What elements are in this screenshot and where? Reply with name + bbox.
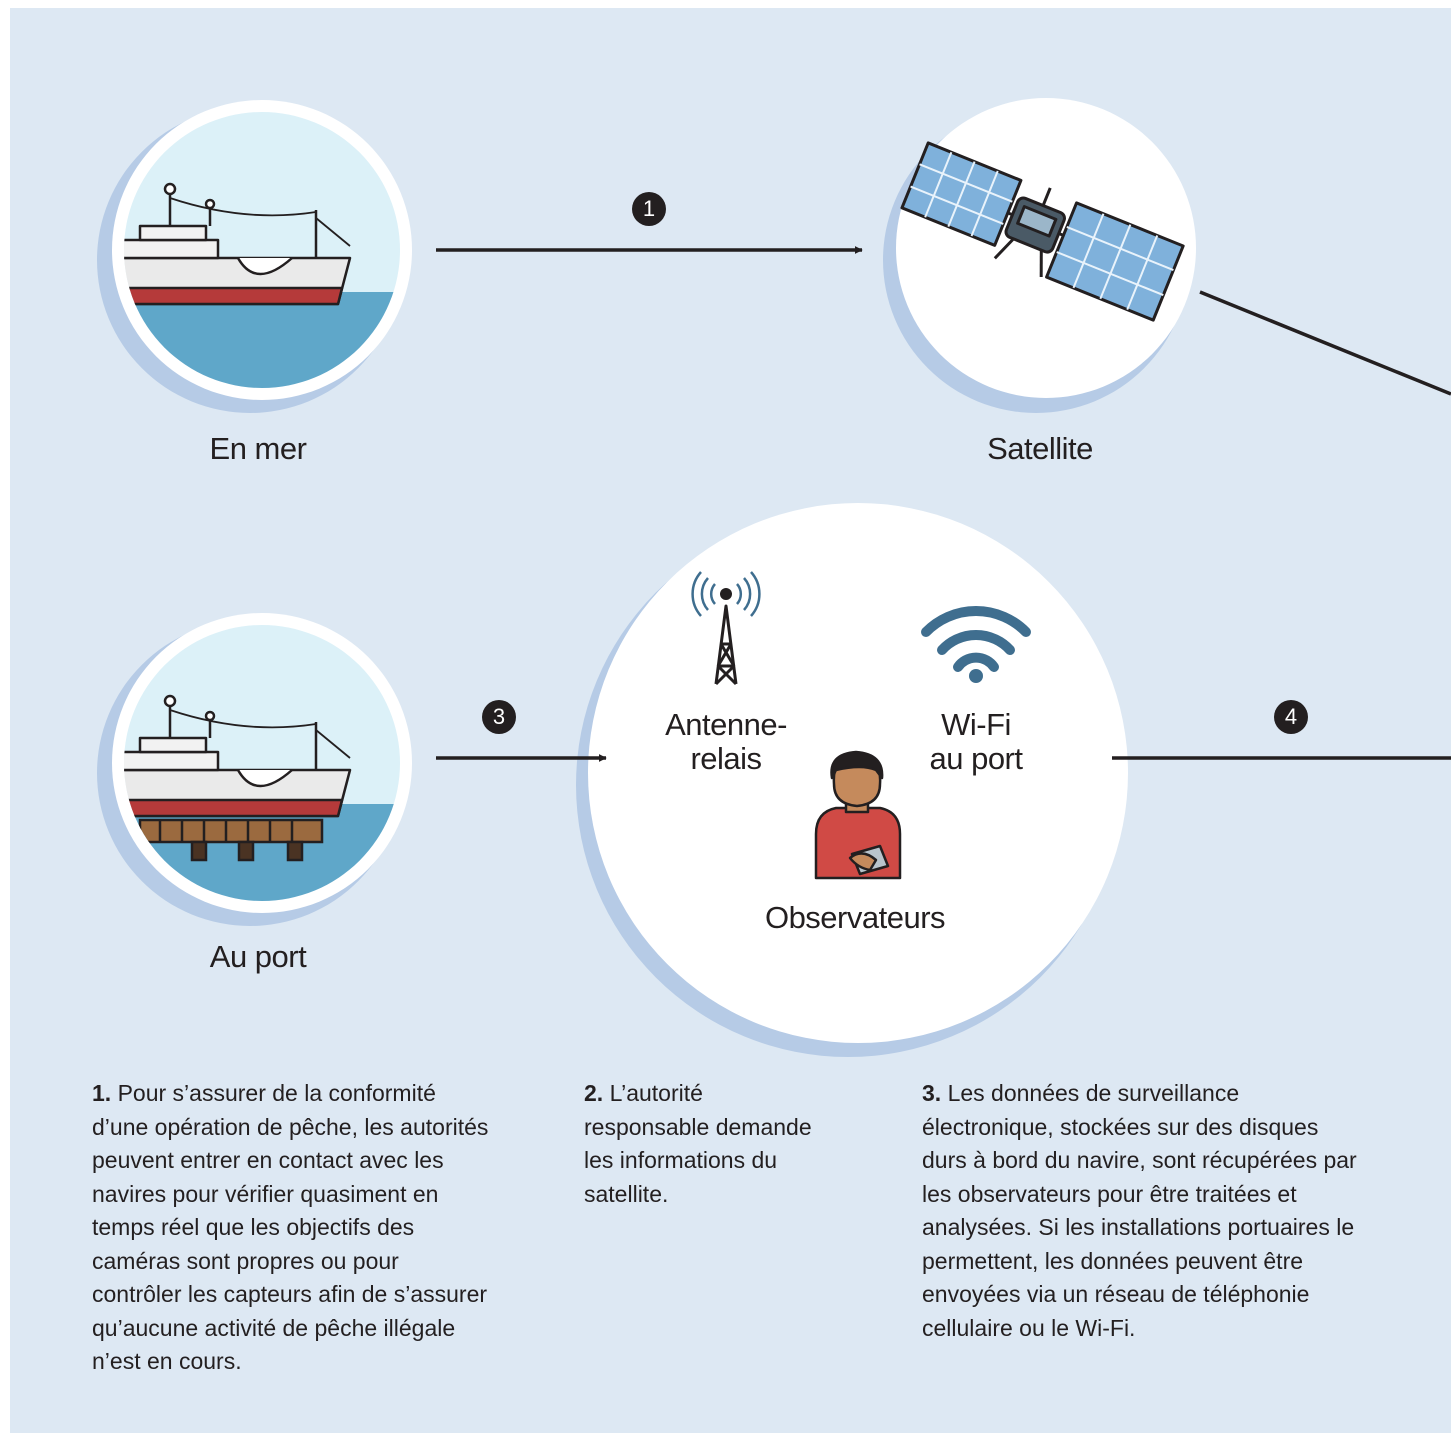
node-sea-circle bbox=[97, 100, 412, 413]
antenna-icon bbox=[691, 571, 761, 686]
observer-icon bbox=[814, 750, 902, 880]
caption-3-text: Les données de surveillance électronique… bbox=[922, 1080, 1357, 1341]
diagram-canvas bbox=[97, 98, 1451, 1057]
line-satellite-to-right bbox=[1199, 290, 1451, 396]
connectors bbox=[436, 246, 1451, 762]
label-wifi-line1: Wi-Fi bbox=[941, 707, 1011, 742]
caption-3-number: 3. bbox=[922, 1080, 942, 1106]
satellite-icon bbox=[900, 141, 1185, 322]
caption-2-text: L’autorité responsable demande les infor… bbox=[584, 1080, 812, 1207]
label-observers: Observateurs bbox=[764, 900, 946, 935]
step-marker-4: 4 bbox=[1274, 700, 1308, 734]
step-marker-1: 1 bbox=[632, 192, 666, 226]
label-antenna: Antenne- relais bbox=[636, 708, 816, 776]
wifi-icon bbox=[921, 605, 1031, 683]
caption-1: 1. Pour s’assurer de la conformité d’une… bbox=[92, 1077, 492, 1379]
node-port-circle bbox=[97, 613, 412, 926]
label-antenna-line2: relais bbox=[690, 741, 762, 776]
label-port: Au port bbox=[209, 939, 307, 974]
caption-1-text: Pour s’assurer de la conformité d’une op… bbox=[92, 1080, 489, 1374]
dock-icon bbox=[138, 818, 324, 862]
diagram-panel: 1 3 4 En mer Satellite Au port Antenne- … bbox=[10, 8, 1451, 1433]
caption-1-number: 1. bbox=[92, 1080, 112, 1106]
caption-2: 2. L’autorité responsable demande les in… bbox=[584, 1077, 834, 1211]
caption-3: 3. Les données de surveillance électroni… bbox=[922, 1077, 1367, 1345]
caption-2-number: 2. bbox=[584, 1080, 604, 1106]
label-wifi-line2: au port bbox=[929, 741, 1023, 776]
step-marker-3: 3 bbox=[482, 700, 516, 734]
label-satellite: Satellite bbox=[987, 431, 1093, 466]
label-antenna-line1: Antenne- bbox=[665, 707, 787, 742]
label-wifi: Wi-Fi au port bbox=[886, 708, 1066, 776]
ship-icon bbox=[124, 694, 352, 818]
ship-icon bbox=[124, 182, 352, 306]
node-satellite-circle bbox=[883, 98, 1196, 413]
label-sea: En mer bbox=[209, 431, 307, 466]
